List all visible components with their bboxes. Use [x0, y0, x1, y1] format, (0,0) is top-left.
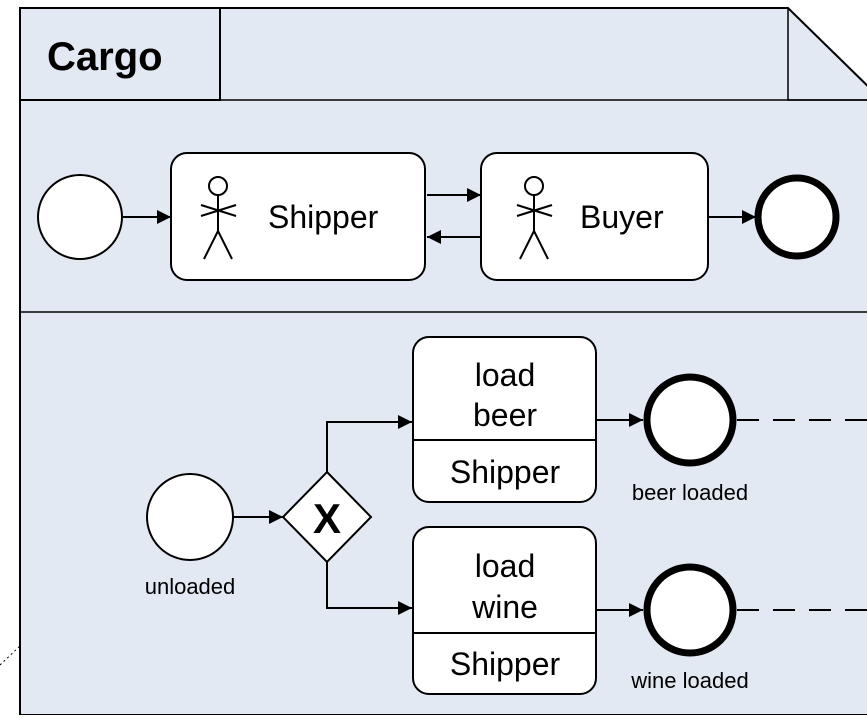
task-load-beer: load beer Shipper	[412, 336, 597, 503]
process-band: unloaded X load beer Shipper load wine S…	[145, 336, 867, 695]
band-end-event	[754, 174, 840, 260]
participants-band: Shipper Buyer	[37, 152, 840, 281]
end-event-wine-loaded	[643, 563, 737, 657]
task-name-line1: load	[475, 357, 536, 393]
task-name-line2: wine	[471, 589, 538, 625]
task-load-wine: load wine Shipper	[412, 526, 597, 695]
pool-title-box	[19, 7, 221, 101]
stick-figure-icon	[200, 176, 237, 260]
task-performer: Shipper	[450, 646, 561, 682]
participant-buyer: Buyer	[480, 152, 709, 281]
stick-figure-icon	[516, 176, 553, 260]
flow-gateway-to-load-wine	[326, 562, 412, 615]
start-event-label: unloaded	[145, 574, 236, 599]
participant-label-buyer: Buyer	[580, 199, 664, 235]
task-name-line2: beer	[473, 397, 537, 433]
end-event-label-beer: beer loaded	[632, 480, 748, 505]
exclusive-gateway: X	[281, 470, 373, 564]
band-start-event	[37, 174, 123, 260]
participant-label-shipper: Shipper	[268, 199, 379, 235]
participant-box	[170, 152, 426, 281]
task-performer: Shipper	[450, 454, 561, 490]
association-line	[0, 643, 23, 666]
participant-shipper: Shipper	[170, 152, 426, 281]
end-event-beer-loaded	[643, 373, 737, 467]
pool-title: Cargo	[47, 35, 163, 79]
flow-gateway-to-load-beer	[326, 415, 412, 472]
task-name-line1: load	[475, 548, 536, 584]
gateway-x-marker: X	[313, 495, 341, 542]
start-event-unloaded	[146, 473, 234, 561]
end-event-label-wine: wine loaded	[630, 668, 748, 693]
